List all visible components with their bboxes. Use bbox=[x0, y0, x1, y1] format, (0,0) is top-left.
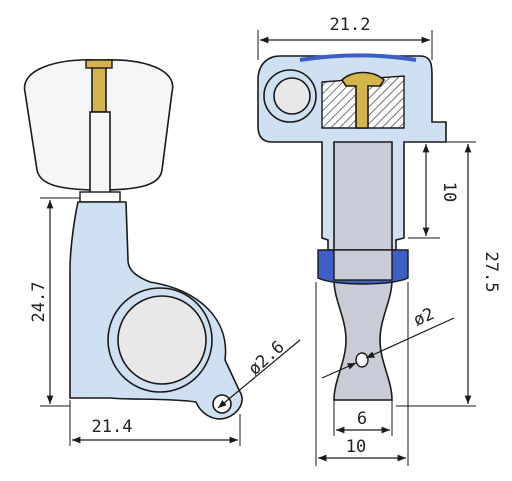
dim-overall-width: 21.2 bbox=[330, 15, 371, 35]
dim-mount-hole: ø2.6 bbox=[245, 337, 289, 379]
button-shaft bbox=[89, 111, 111, 197]
dim-total-height: 27.5 bbox=[481, 252, 501, 293]
dim-shaft-diameter: 6 bbox=[357, 409, 367, 429]
gear-circle bbox=[117, 295, 207, 385]
shaft-screw bbox=[340, 71, 386, 129]
dim-body-height: 24.7 bbox=[29, 282, 49, 323]
dim-bushing-width: 10 bbox=[346, 437, 366, 457]
section-view bbox=[257, 53, 447, 401]
button-screw bbox=[91, 61, 107, 113]
dim-post-height: 10 bbox=[439, 182, 459, 202]
dim-body-width: 21.4 bbox=[92, 417, 133, 437]
worm-gear bbox=[273, 77, 311, 115]
side-view bbox=[23, 58, 243, 420]
string-hole bbox=[355, 352, 369, 368]
section-view-dimensions: 21.2 10 27.5 ø2 6 10 bbox=[257, 15, 501, 466]
